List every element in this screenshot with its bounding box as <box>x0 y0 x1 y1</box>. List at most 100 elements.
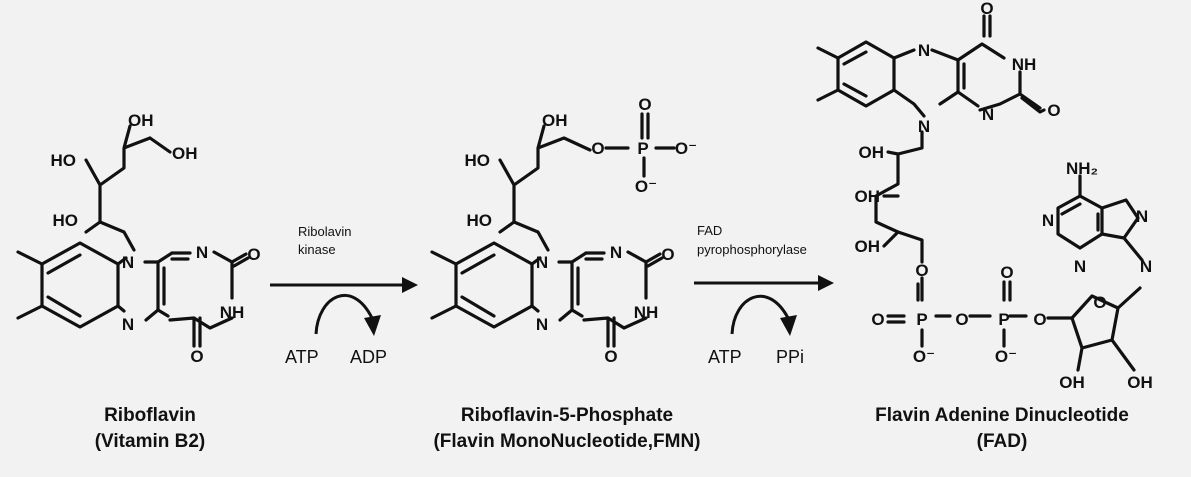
riboflavin-subtitle: (Vitamin B2) <box>95 431 206 452</box>
o-atom: O <box>247 245 260 264</box>
n-atom: N <box>1042 211 1054 230</box>
o-atom: O <box>661 245 674 264</box>
n-atom: N <box>1140 257 1152 276</box>
o-atom: O <box>980 0 993 18</box>
nh2-label: NH₂ <box>1066 159 1098 178</box>
o-minus-atom: O⁻ <box>675 139 697 158</box>
o-atom: O <box>638 95 651 114</box>
oh-label: OH <box>859 143 885 162</box>
n-atom: N <box>122 315 134 334</box>
cofactor-curve <box>314 293 374 335</box>
central-bond-2 <box>570 260 580 312</box>
cosubstrate-label: ATP <box>285 347 319 367</box>
o-atom: O <box>955 310 968 329</box>
oh-label: OH <box>128 111 154 130</box>
pyrimidine-bonds-1 <box>168 250 250 348</box>
nh-atom: NH <box>220 303 245 322</box>
p-atom: P <box>916 310 927 329</box>
ho-label: HO <box>467 211 493 230</box>
n-atom: N <box>1136 207 1148 226</box>
n-atom: N <box>918 41 930 60</box>
pyrazine-links-1 <box>116 256 128 313</box>
methyl-groups-1 <box>16 250 44 320</box>
central-bond-1 <box>156 260 166 312</box>
cofactor-curve <box>730 294 790 335</box>
o-atom: O <box>190 347 203 366</box>
fad-structure: N O NH O N N OH OH OH O O P O P O O O⁻ O… <box>816 0 1153 392</box>
reaction-arrow-1: Ribolavin kinase ATP ADP <box>270 224 418 367</box>
oh-label: OH <box>855 187 881 206</box>
o-atom: O <box>591 139 604 158</box>
n-atom: N <box>610 243 622 262</box>
pyrophosphate-bonds <box>886 276 1028 348</box>
methyl-groups-2 <box>430 250 458 320</box>
coproduct-label: ADP <box>350 347 387 367</box>
adenine-pyrimidine-ring <box>1056 194 1104 250</box>
ribityl-chain-3 <box>874 130 924 264</box>
p-atom: P <box>637 139 648 158</box>
pyrimidine-bonds-2 <box>582 250 664 348</box>
o-atom: O <box>604 347 617 366</box>
o-minus-atom: O⁻ <box>913 347 935 366</box>
methyl-groups-3 <box>816 46 840 102</box>
o-atom: O <box>1000 263 1013 282</box>
n-atom: N <box>982 105 994 124</box>
nh-atom: NH <box>634 303 659 322</box>
ribityl-chain-1 <box>84 124 172 252</box>
oh-label: OH <box>855 237 881 256</box>
o-minus-atom: O⁻ <box>995 347 1017 366</box>
ribityl-chain-2 <box>498 124 592 252</box>
pyrimidine-bonds-3 <box>956 14 1046 114</box>
adenine-imidazole-ring <box>1078 174 1144 262</box>
pyrazine-bonds-3 <box>892 48 966 118</box>
o-atom: O <box>1047 101 1060 120</box>
fmn-name: Riboflavin-5-Phosphate <box>461 405 673 426</box>
o-minus-atom: O⁻ <box>635 177 657 196</box>
enzyme-label-line2: kinase <box>298 242 336 257</box>
ribose-ring <box>1046 286 1142 372</box>
fmn-structure: N N O NH N O HO OH HO O P O O⁻ O⁻ <box>430 95 697 366</box>
p-atom: P <box>998 310 1009 329</box>
fad-name: Flavin Adenine Dinucleotide <box>875 405 1129 426</box>
o-atom: O <box>915 261 928 280</box>
coproduct-label: PPi <box>776 347 804 367</box>
o-atom: O <box>1093 293 1106 312</box>
ho-label: HO <box>51 151 77 170</box>
pyrazine-links-2 <box>530 256 542 313</box>
n-atom: N <box>536 253 548 272</box>
n-atom: N <box>536 315 548 334</box>
cofactor-arrowhead <box>364 315 381 336</box>
ho-label: HO <box>53 211 79 230</box>
o-atom: O <box>1033 310 1046 329</box>
reaction-arrow-2: FAD pyrophosphorylase ATP PPi <box>694 223 834 367</box>
c-n-double-1 <box>170 251 192 261</box>
oh-label: OH <box>542 111 568 130</box>
aromatic-double-bonds-1 <box>46 253 82 318</box>
n-atom: N <box>196 243 208 262</box>
riboflavin-structure: N N O NH N O HO OH OH HO <box>16 111 261 366</box>
n-atom: N <box>1074 257 1086 276</box>
enzyme-label-line1: Ribolavin <box>298 224 351 239</box>
c-n-double-2 <box>584 251 606 261</box>
oh-label: OH <box>1059 373 1085 392</box>
arrow-head <box>402 277 418 293</box>
riboflavin-name: Riboflavin <box>104 405 196 426</box>
phosphate-bonds-1 <box>604 112 676 178</box>
cosubstrate-label: ATP <box>708 347 742 367</box>
cofactor-arrowhead <box>780 315 797 336</box>
enzyme-label-line1: FAD <box>697 223 722 238</box>
arrow-head <box>818 275 834 291</box>
oh-label: OH <box>1127 373 1153 392</box>
nh-atom: NH <box>1012 55 1037 74</box>
enzyme-label-line2: pyrophosphorylase <box>697 242 807 257</box>
o-atom: O <box>871 310 884 329</box>
n-atom: N <box>122 253 134 272</box>
oh-label: OH <box>172 144 198 163</box>
fad-subtitle: (FAD) <box>977 431 1028 452</box>
aromatic-double-bonds-3 <box>842 50 868 98</box>
ho-label: HO <box>465 151 491 170</box>
fmn-subtitle: (Flavin MonoNucleotide,FMN) <box>433 431 700 452</box>
compound-captions: Riboflavin (Vitamin B2) Riboflavin-5-Pho… <box>95 405 1129 452</box>
